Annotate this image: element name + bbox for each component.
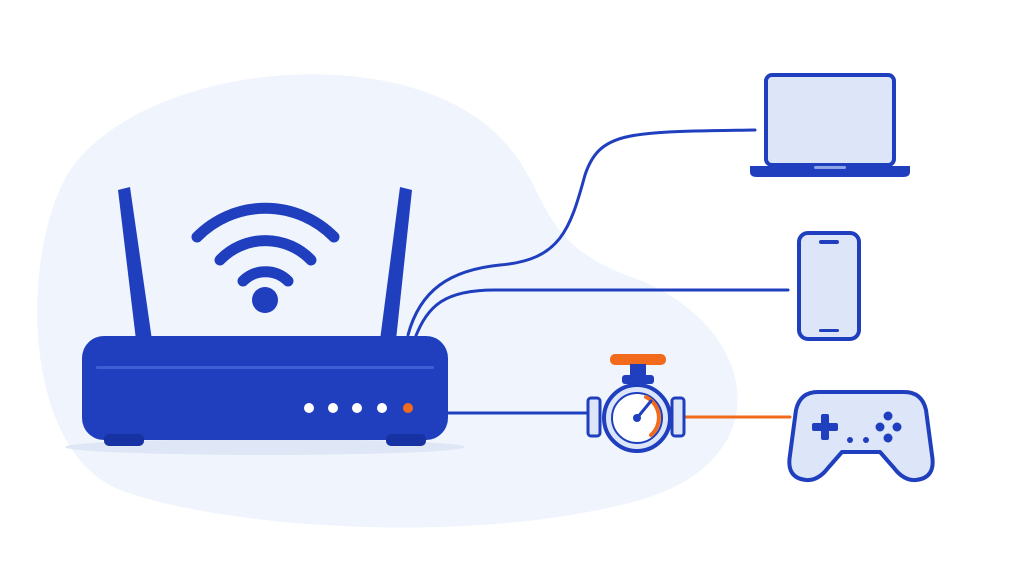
gamepad-button xyxy=(883,433,893,443)
laptop-screen xyxy=(764,73,896,167)
gamepad-dpad-vertical xyxy=(821,414,829,440)
gauge-hub xyxy=(633,414,641,422)
valve-bonnet xyxy=(622,375,654,384)
phone-speaker xyxy=(819,240,839,244)
smartphone-icon xyxy=(797,231,861,341)
phone-body xyxy=(797,231,861,341)
gamepad-button xyxy=(892,422,902,432)
laptop-notch xyxy=(814,166,846,169)
wifi-arc-middle xyxy=(214,235,317,266)
wifi-arc-outer xyxy=(191,202,340,243)
link-router-laptop xyxy=(406,128,757,337)
router-top-highlight xyxy=(96,366,434,369)
router-status-lights xyxy=(304,403,413,413)
wifi-arc-inner xyxy=(237,266,294,287)
valve-flange-right xyxy=(670,396,686,438)
status-light xyxy=(328,403,338,413)
valve-gauge-icon xyxy=(586,354,686,453)
gamepad-center-button xyxy=(847,437,853,443)
phone-home-bar xyxy=(819,329,839,332)
wifi-signal-icon xyxy=(191,202,340,313)
valve-stem xyxy=(630,364,646,378)
laptop-base xyxy=(750,166,910,177)
gamepad-button xyxy=(875,422,885,432)
laptop-icon xyxy=(750,73,910,177)
wifi-dot xyxy=(252,287,278,313)
gamepad-body xyxy=(787,390,935,483)
router-antenna-left xyxy=(118,187,152,340)
status-light xyxy=(352,403,362,413)
gamepad-icon xyxy=(787,390,935,483)
link-router-phone xyxy=(413,288,790,340)
status-light xyxy=(377,403,387,413)
connection-lines xyxy=(406,128,792,419)
status-light xyxy=(304,403,314,413)
router-foot-left xyxy=(104,434,144,446)
router-body xyxy=(82,336,448,440)
router-shadow xyxy=(65,439,465,455)
gamepad-button xyxy=(883,411,893,421)
valve-flange-left xyxy=(586,396,602,438)
router-foot-right xyxy=(386,434,426,446)
valve-handle xyxy=(610,354,666,365)
wifi-router-icon xyxy=(65,187,465,455)
gamepad-center-button xyxy=(863,437,869,443)
router-antenna-right xyxy=(380,187,412,340)
status-light-active xyxy=(403,403,413,413)
